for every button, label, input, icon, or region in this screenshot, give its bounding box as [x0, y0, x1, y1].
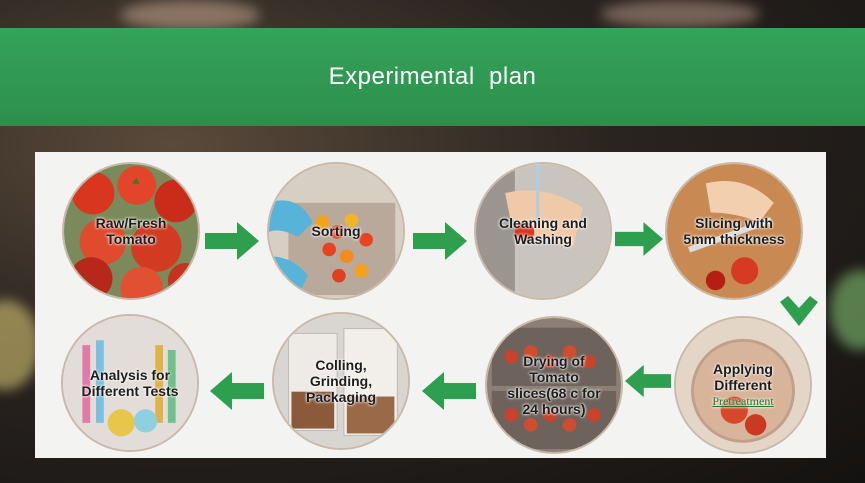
pretreatment-photo	[676, 318, 810, 452]
bokeh-light	[830, 270, 865, 350]
washing-photo	[476, 164, 610, 298]
arrow-down-icon	[780, 296, 818, 326]
step-label: Drying of Tomato slices(68 c for 24 hour…	[507, 353, 601, 417]
step-drying: Drying of Tomato slices(68 c for 24 hour…	[485, 316, 623, 454]
step-label: Cleaning and Washing	[499, 215, 587, 247]
analysis-photo	[63, 316, 197, 450]
arrow-right-icon	[615, 222, 663, 256]
pretreatment-link[interactable]: Pretreatment	[712, 394, 774, 408]
title-banner: Experimental plan	[0, 28, 865, 126]
step-slicing: Slicing with 5mm thickness	[665, 162, 803, 300]
step-pretreatment: Applying Different Pretreatment	[674, 316, 812, 454]
arrow-left-icon	[422, 372, 476, 410]
step-label: Sorting	[311, 223, 361, 239]
step-label: Slicing with 5mm thickness	[683, 215, 785, 247]
bokeh-light	[600, 0, 760, 28]
drying-photo	[487, 318, 621, 452]
arrow-left-icon	[625, 364, 671, 398]
step-label: Applying Different Pretreatment	[688, 361, 798, 409]
arrow-right-icon	[205, 222, 259, 260]
step-label-text: Applying Different	[713, 361, 773, 393]
arrow-left-icon	[210, 372, 264, 410]
step-label: Colling, Grinding, Packaging	[305, 357, 377, 405]
step-analysis: Analysis for Different Tests	[61, 314, 199, 452]
bokeh-light	[120, 0, 260, 30]
tomato-photo	[64, 164, 198, 298]
step-cleaning: Cleaning and Washing	[474, 162, 612, 300]
arrow-right-icon	[413, 222, 467, 260]
slicing-photo	[667, 164, 801, 298]
step-sorting: Sorting	[267, 162, 405, 300]
step-label: Analysis for Different Tests	[81, 367, 179, 399]
sorting-photo	[269, 164, 403, 298]
page-title: Experimental plan	[328, 63, 537, 90]
step-packaging: Colling, Grinding, Packaging	[272, 312, 410, 450]
bokeh-light	[0, 300, 40, 390]
step-label: Raw/Fresh Tomato	[95, 215, 167, 247]
packaging-photo	[274, 314, 408, 448]
step-raw-tomato: Raw/Fresh Tomato	[62, 162, 200, 300]
